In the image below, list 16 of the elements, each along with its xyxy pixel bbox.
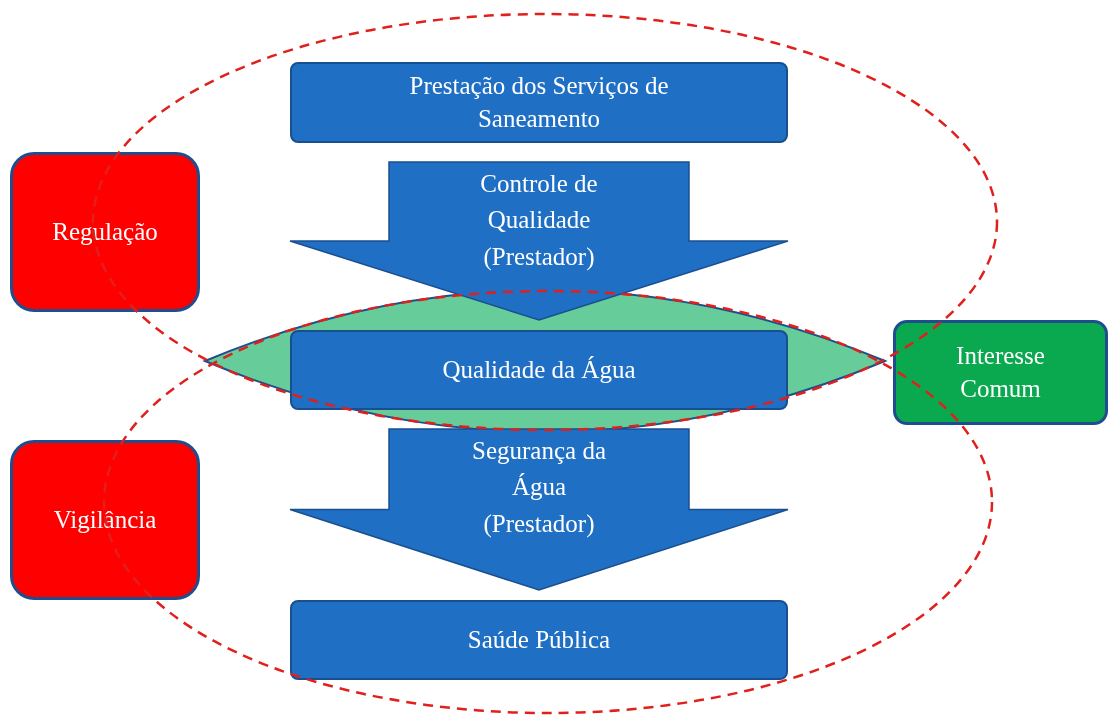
- process-box: [290, 600, 788, 680]
- edge-label: Controle de Qualidade (Prestador): [479, 169, 599, 273]
- node-label: Vigilância: [53, 504, 157, 535]
- block-arrow: [289, 428, 789, 591]
- process-box: [290, 62, 788, 143]
- block-arrow: [289, 161, 789, 321]
- node-label: Qualidade da Água: [441, 354, 637, 385]
- rounded-box: [10, 440, 200, 600]
- node-label: Saúde Pública: [466, 624, 612, 655]
- rounded-box: [10, 152, 200, 312]
- edge-label: Segurança da Água (Prestador): [471, 436, 607, 540]
- node-label: Interesse Comum: [955, 341, 1046, 404]
- node-label: Regulação: [52, 216, 158, 247]
- node-label: Prestação dos Serviços de Saneamento: [408, 71, 670, 134]
- process-box: [290, 330, 788, 410]
- rounded-box: [893, 320, 1108, 425]
